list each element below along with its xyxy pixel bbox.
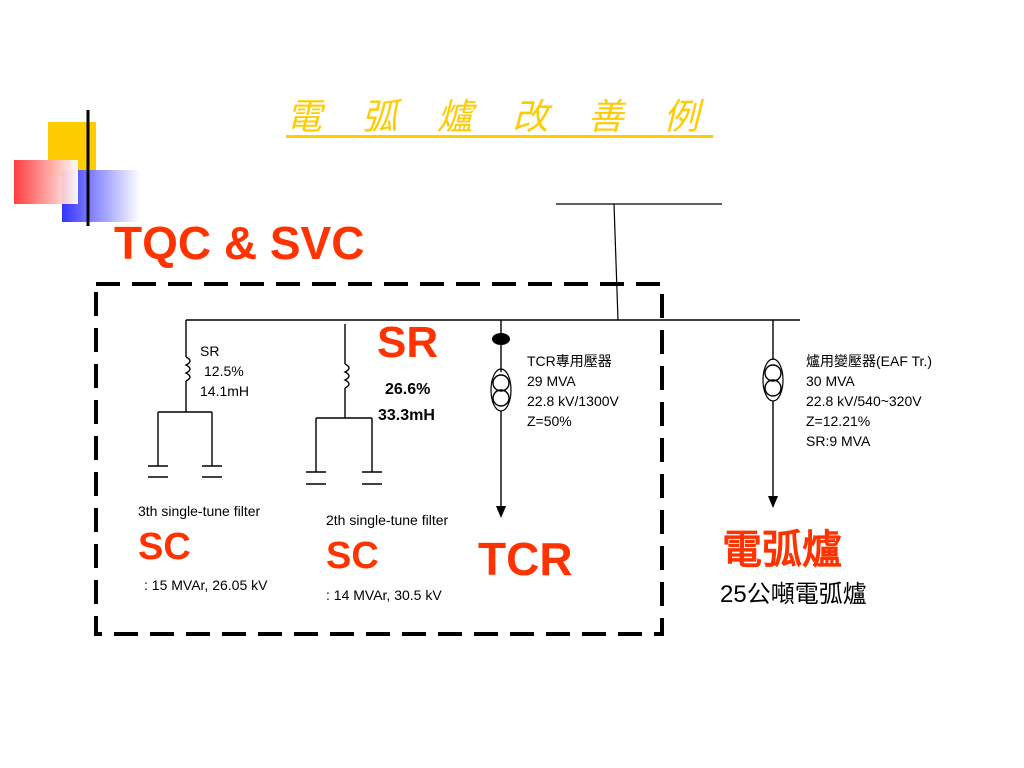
eaf-branch: [762, 320, 784, 508]
filter3-sc-label: SC: [138, 526, 191, 568]
filter2-branch: [306, 324, 382, 485]
tcr-transformer-specs: TCR專用壓器 29 MVA 22.8 kV/1300V Z=50%: [527, 351, 619, 431]
eaf-transformer-icon: [762, 358, 784, 402]
eaf-spec-line: Z=12.21%: [806, 413, 871, 429]
tcr-label: TCR: [478, 533, 573, 585]
filter2-label: 2th single-tune filter: [326, 512, 449, 528]
tcr-branch: [490, 320, 512, 518]
tcr-arrow-icon: [496, 506, 506, 518]
filter2-sc-spec: : 14 MVAr, 30.5 kV: [326, 587, 442, 603]
svc-dashed-boundary: [94, 282, 664, 636]
tcr-spec-line: 22.8 kV/1300V: [527, 393, 619, 409]
eaf-spec-line: 22.8 kV/540~320V: [806, 393, 922, 409]
tcr-spec-line: TCR專用壓器: [527, 353, 612, 369]
filter3-branch: [148, 320, 222, 478]
filter2-capacitor-icon: [306, 471, 382, 485]
tcr-transformer-icon: [490, 368, 512, 412]
filter2-reactor-icon: [343, 363, 350, 389]
eaf-transformer-specs: 爐用變壓器(EAF Tr.) 30 MVA 22.8 kV/540~320V Z…: [806, 351, 932, 451]
filter2-sc-label: SC: [326, 535, 379, 577]
eaf-label: 電弧爐: [722, 528, 842, 572]
tcr-spec-line: 29 MVA: [527, 373, 576, 389]
filter3-capacitor-icon: [148, 465, 222, 478]
filter2-sr-label: SR: [377, 318, 439, 367]
filter3-sr-label: SR: [200, 343, 220, 359]
tcr-breaker-icon: [492, 333, 510, 345]
filter3-sr-percent: 12.5%: [204, 363, 244, 379]
filter3-sc-spec: : 15 MVAr, 26.05 kV: [144, 577, 268, 593]
filter2-sr-percent: 26.6%: [385, 381, 431, 398]
eaf-capacity: 25公噸電弧爐: [720, 581, 867, 608]
page-subtitle: TQC & SVC: [114, 217, 365, 269]
eaf-spec-line: 30 MVA: [806, 373, 855, 389]
eaf-spec-line: 爐用變壓器(EAF Tr.): [806, 353, 932, 369]
filter2-sr-inductance: 33.3mH: [378, 407, 435, 424]
eaf-arrow-icon: [768, 496, 778, 508]
incoming-feeder: [613, 203, 619, 321]
page-title: 電 弧 爐 改 善 例: [286, 97, 714, 138]
filter3-reactor-icon: [184, 356, 191, 382]
filter3-sr-inductance: 14.1mH: [200, 383, 250, 399]
tcr-spec-line: Z=50%: [527, 413, 572, 429]
deco-red-square: [14, 160, 78, 204]
eaf-spec-line: SR:9 MVA: [806, 433, 871, 449]
filter3-label: 3th single-tune filter: [138, 503, 261, 519]
